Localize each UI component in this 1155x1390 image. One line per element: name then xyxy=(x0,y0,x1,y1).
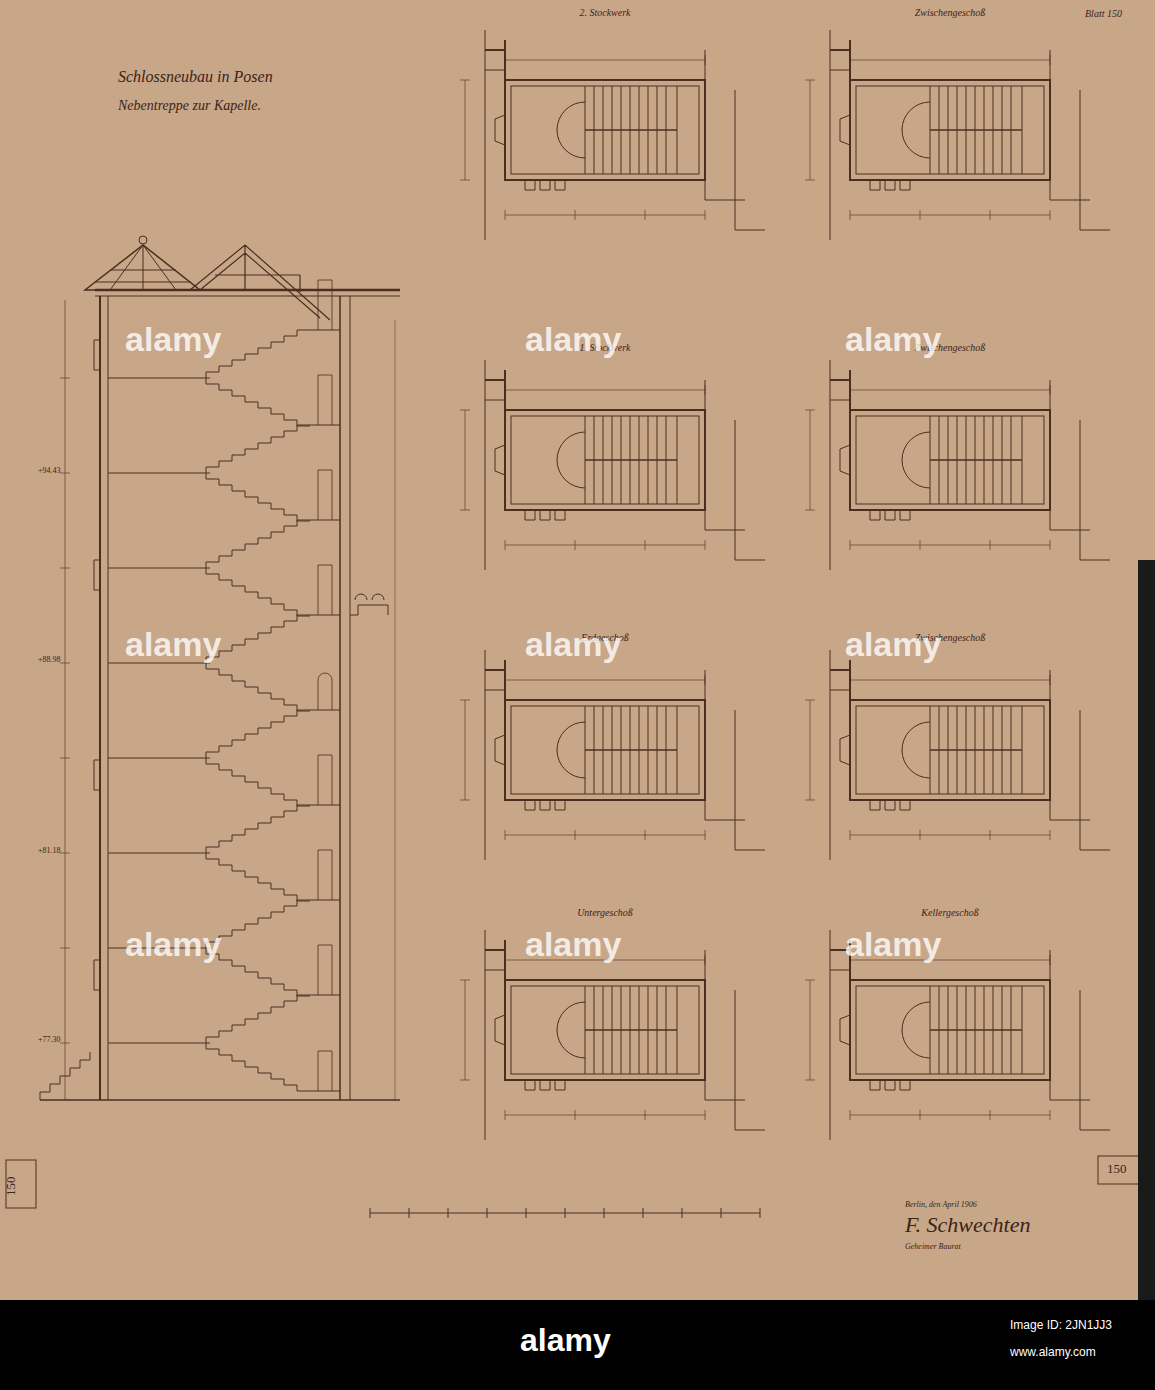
plan-heading: Kellergeschoß xyxy=(780,907,1120,918)
signature: F. Schwechten xyxy=(905,1212,1030,1238)
watermark: alamy xyxy=(845,320,941,359)
level-mark: +81.18 xyxy=(38,846,61,855)
level-mark: +94.43 xyxy=(38,466,61,475)
date-note: Berlin, den April 1906 xyxy=(905,1200,977,1209)
watermark: alamy xyxy=(845,925,941,964)
floor-plan: Zwischengeschoß xyxy=(780,630,1120,875)
plan-heading: Zwischengeschoß xyxy=(780,342,1120,353)
watermark: alamy xyxy=(525,625,621,664)
plan-heading: 2. Stockwerk xyxy=(440,7,770,18)
drawing-subtitle: Nebentreppe zur Kapelle. xyxy=(118,98,261,114)
sheet-stamp: 150 xyxy=(1107,1161,1127,1177)
floor-plan: 1. Stockwerk xyxy=(440,340,770,580)
sheet-number: Blatt 150 xyxy=(1085,8,1122,19)
drawing-title: Schlossneubau in Posen xyxy=(118,68,273,86)
plan-heading: Zwischengeschoß xyxy=(780,7,1120,18)
watermark: alamy xyxy=(845,625,941,664)
floor-plan: 2. Stockwerk xyxy=(440,5,770,290)
floor-plan: Zwischengeschoß xyxy=(780,340,1120,580)
plan-heading: Zwischengeschoß xyxy=(780,632,1120,643)
watermark: alamy xyxy=(525,320,621,359)
watermark: alamy xyxy=(125,625,221,664)
site-url: www.alamy.com xyxy=(1010,1345,1096,1359)
floor-plan: Kellergeschoß xyxy=(780,905,1120,1205)
level-mark: +77.30 xyxy=(38,1035,61,1044)
sheet-stamp: 150 xyxy=(3,1177,19,1197)
level-mark: +88.98 xyxy=(38,655,61,664)
floor-plan: Erdgeschoß xyxy=(440,630,770,875)
watermark: alamy xyxy=(125,925,221,964)
brand-logo: alamy xyxy=(520,1322,611,1359)
signature-title: Geheimer Baurat xyxy=(905,1242,961,1251)
watermark: alamy xyxy=(525,925,621,964)
floor-plan: Zwischengeschoß xyxy=(780,5,1120,290)
watermark: alamy xyxy=(125,320,221,359)
plan-heading: Untergeschoß xyxy=(440,907,770,918)
image-id: Image ID: 2JN1JJ3 xyxy=(1010,1318,1112,1332)
